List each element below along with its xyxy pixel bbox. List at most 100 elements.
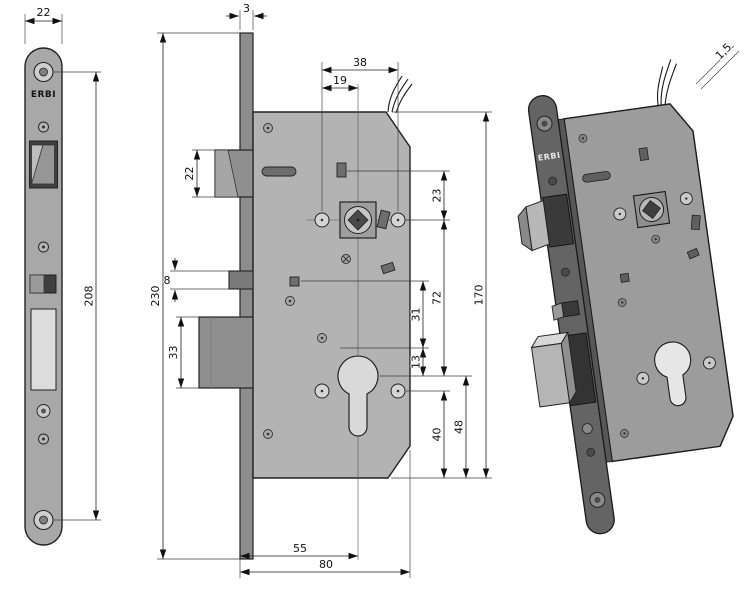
stop-block-3d [619,272,630,283]
screw-hole-icon [39,67,48,77]
pin-hole-icon [561,267,570,277]
dim-latch-height: 22 [182,149,215,198]
latch-opening [29,140,58,189]
brand-label: ERBI [31,90,56,100]
cable-clamp-3d [638,147,649,162]
wire [391,78,409,113]
dim-case-height: 170 [471,112,490,478]
stop-block [289,276,300,287]
dim-label: 170 [473,285,486,306]
pin-hole-center [42,245,45,249]
dim-faceplate-height: 230 [148,32,240,560]
deadbolt [198,316,254,389]
mount-hole-center [396,389,400,393]
fixing-hole-icon [581,423,593,434]
dim-hole-span: 208 [54,71,101,521]
aux-bolt-opening [29,274,57,294]
dim-label: 72 [431,291,444,305]
trigger [376,209,391,230]
dim-label: 8 [164,274,171,287]
dim-label: 208 [83,286,96,307]
dim-label: 55 [293,542,307,555]
dim-label: 23 [431,189,444,203]
dim-48: 48 [451,376,470,478]
aux-bolt [228,270,254,290]
dim-label: 3 [243,2,250,15]
brand-label: ERBI [537,151,561,163]
screw-cross [342,255,350,263]
dim-13: 13 [408,348,427,376]
wire [387,75,403,113]
pin-hole-center [42,125,45,129]
dim-label: 13 [410,355,423,369]
mount-hole-center [320,218,324,222]
mount-hole-center [641,377,645,380]
dim-deadbolt-height: 33 [166,316,199,389]
lever-part [380,261,396,275]
screw-center [654,238,657,241]
dim-label: 48 [453,420,466,434]
screw-center [320,336,324,340]
dim-label: 80 [319,558,333,571]
mount-hole-center [320,389,324,393]
aux-bolt [29,274,45,294]
dim-label: 230 [149,286,162,307]
screw-center [620,301,624,304]
dim-aux-bolt: 8 [162,258,229,302]
dim-faceplate-width: 22 [24,5,63,44]
follower-center [356,218,360,222]
dim-half-pitch: 19 [322,73,358,92]
pin-hole-icon [548,176,557,186]
dim-label: 40 [431,428,444,442]
deadbolt-side-3d [560,330,577,405]
dim-label: 19 [333,74,347,87]
dim-label: 31 [410,308,423,322]
dim-label: 22 [37,6,51,19]
screws [263,123,351,439]
dim-label: 38 [353,56,367,69]
wire [395,83,413,114]
side-view: 3 38 19 230 22 8 [148,1,492,578]
wire [660,59,672,106]
wires-3d [656,59,677,106]
mount-hole-center [396,218,400,222]
dim-case-depth: 80 [240,557,410,576]
mount-hole-center [618,212,622,216]
wires [387,75,413,114]
lever-part-3d [686,247,700,260]
mount-hole-center [708,361,711,365]
pin-hole-icon [586,447,596,457]
screw-center [581,137,585,140]
mount-hole-center [685,197,688,200]
wire [664,63,677,105]
screw-center [288,299,292,303]
dim-31: 31 [408,281,427,348]
wire [656,66,664,106]
square-spindle-hole-3d [642,200,661,219]
cable-clamp [336,162,347,178]
slot [261,166,297,177]
euro-cylinder-hole-3d [654,341,692,407]
screw-hole-icon [39,515,48,525]
pin-hole-center [42,437,45,441]
latch-bevel-3d [517,205,533,252]
faceplate-edge [239,32,254,560]
aux-bolt-3d [551,302,565,321]
dim-slot-to-spindle: 23 [429,171,448,220]
dim-40: 40 [429,391,448,478]
spindle-follower [339,201,377,239]
dim-label: 33 [167,346,180,360]
dim-faceplate-thickness: 3 [226,1,267,30]
dim-hole-pitch: 38 [321,55,399,211]
slot-3d [582,171,611,183]
right-extension-lines [301,111,492,479]
screw-center [266,126,270,130]
dim-label: 22 [183,167,196,181]
latch-bevel [214,149,239,198]
dim-wire: 1,5 [695,40,740,90]
screw-center [623,432,626,435]
euro-cylinder-hole [337,355,379,437]
screw-hole-center [594,496,601,503]
